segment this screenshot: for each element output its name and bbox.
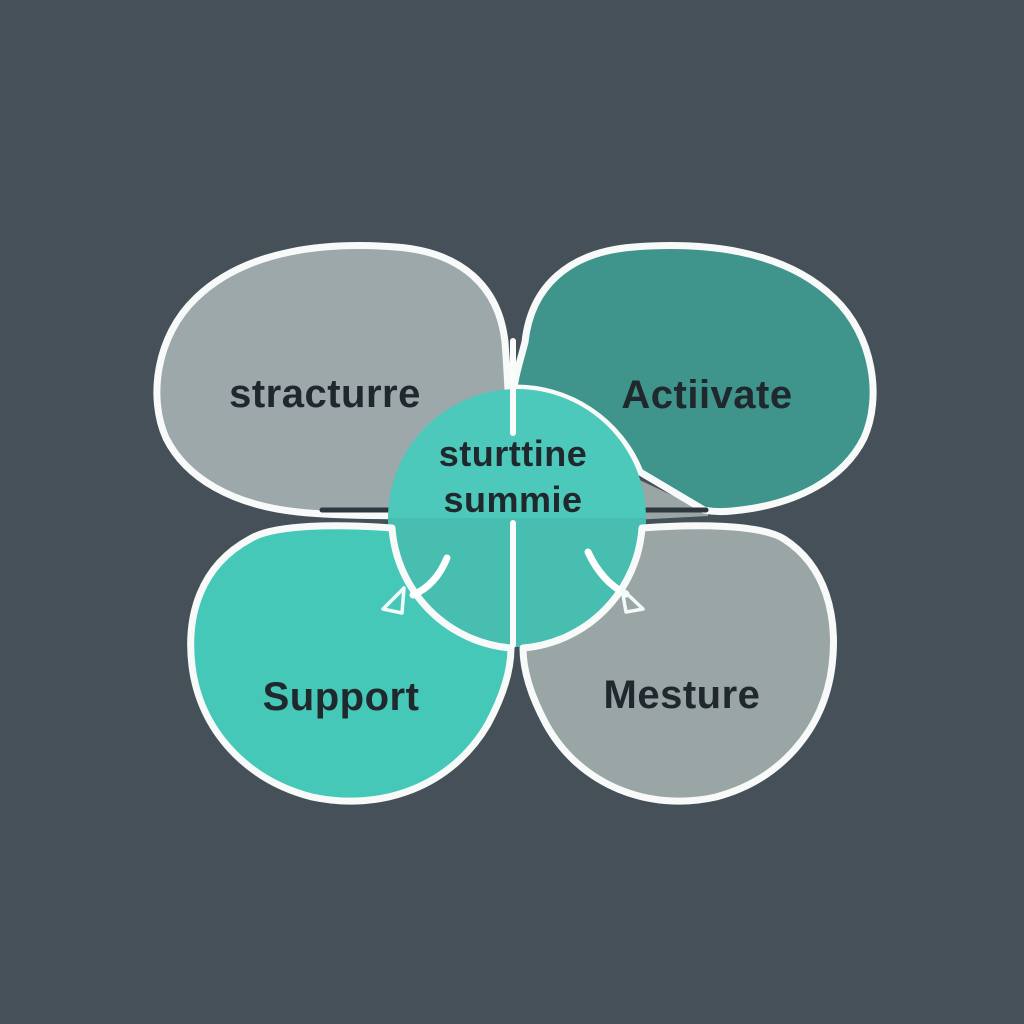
label-top-right: Actiivate [621, 373, 792, 417]
curved-arrow-down-right-icon [584, 548, 645, 614]
arrow-left-head [381, 586, 406, 615]
label-bottom-left: Support [263, 675, 420, 719]
label-bottom-right: Mesture [604, 673, 761, 717]
arrow-right-head [620, 587, 645, 614]
petal-bottom-left [187, 522, 515, 805]
center-circle [388, 389, 646, 647]
curved-arrow-down-left-icon [381, 554, 451, 615]
center-label-line2: summie [443, 479, 582, 520]
arrow-left-arc [409, 554, 451, 599]
petal-bottom-right [519, 522, 837, 805]
center-label-line1: sturttine [439, 433, 588, 474]
label-top-left: stracturre [229, 372, 421, 416]
petal-top-right [510, 242, 877, 516]
center-circle-shading [388, 518, 646, 647]
